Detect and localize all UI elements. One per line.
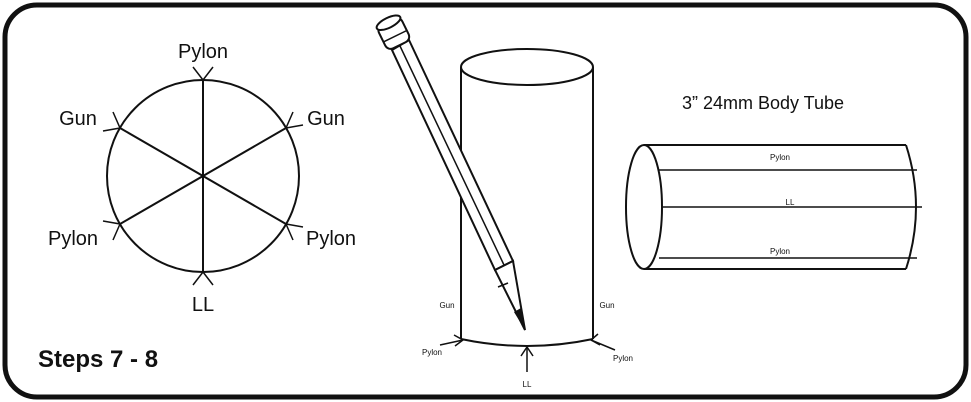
wheel-diagram: Pylon Gun Gun Pylon Pylon LL bbox=[48, 41, 356, 316]
wheel-label-lower-right: Pylon bbox=[306, 228, 356, 250]
step-label: Steps 7 - 8 bbox=[38, 346, 158, 373]
body-tube-label-top: Pylon bbox=[770, 153, 790, 162]
tube-label-gun-right: Gun bbox=[599, 301, 614, 310]
body-tube-label-middle: LL bbox=[786, 198, 795, 207]
wheel-label-lower-left: Pylon bbox=[48, 228, 98, 250]
body-tube-title: 3” 24mm Body Tube bbox=[682, 93, 844, 113]
body-tube bbox=[625, 144, 922, 270]
wheel-label-top: Pylon bbox=[178, 41, 228, 63]
tube-label-gun-left: Gun bbox=[439, 301, 454, 310]
pencil-icon bbox=[375, 14, 526, 331]
body-tube-label-bottom: Pylon bbox=[770, 247, 790, 256]
wheel-label-upper-right: Gun bbox=[307, 108, 345, 130]
spoke-diagonal-2 bbox=[119, 127, 287, 225]
upright-tube-markers bbox=[439, 319, 616, 372]
wheel-label-upper-left: Gun bbox=[59, 108, 97, 130]
wheel-label-bottom: LL bbox=[192, 294, 214, 316]
tube-label-pylon-right: Pylon bbox=[613, 354, 633, 363]
tube-label-bottom: LL bbox=[523, 380, 532, 389]
tube-label-pylon-left: Pylon bbox=[422, 348, 442, 357]
wheel-tick-marks bbox=[102, 66, 304, 286]
